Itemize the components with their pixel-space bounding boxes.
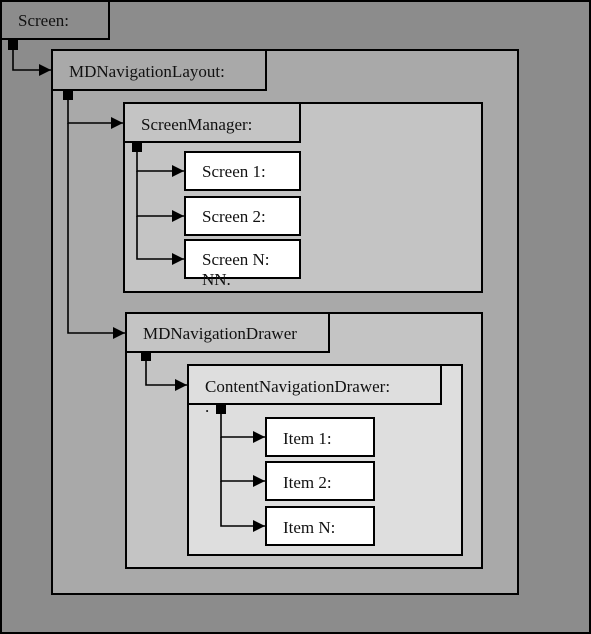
content-drawer-node-overflow-text: . bbox=[205, 396, 210, 416]
content-drawer-node-text: ContentNavigationDrawer: bbox=[205, 377, 391, 396]
screen-n-node-text: Screen N: bbox=[202, 250, 270, 269]
screen-node-text: Screen: bbox=[18, 11, 69, 30]
nav-layout-node-text: MDNavigationLayout: bbox=[69, 62, 225, 81]
item-n-node-text: Item N: bbox=[283, 518, 336, 537]
edge-nav-drawer-to-content-drawer bbox=[145, 357, 187, 391]
item-n-node: Item N: bbox=[265, 506, 375, 546]
item-2-node: Item 2: bbox=[265, 461, 375, 501]
edge-nav-layout-to-screen-manager bbox=[67, 95, 123, 129]
edge-screen-manager-to-screen-2 bbox=[136, 171, 184, 222]
screen-manager-node-text: ScreenManager: bbox=[141, 115, 253, 134]
nav-layout-node-label: MDNavigationLayout: bbox=[51, 49, 267, 91]
item-2-node-text: Item 2: bbox=[283, 473, 332, 492]
screen-n-node-overflow-text: NN. bbox=[202, 269, 231, 289]
screen-1-node-text: Screen 1: bbox=[202, 162, 266, 181]
edge-content-drawer-to-item-1 bbox=[220, 410, 265, 443]
screen-n-node: Screen N: NN. bbox=[184, 239, 301, 289]
edge-content-drawer-to-item-2 bbox=[220, 437, 265, 487]
edge-screen-manager-to-screen-n bbox=[136, 216, 184, 265]
nav-drawer-node-label: MDNavigationDrawer bbox=[125, 312, 330, 353]
anchor-square-nav-drawer bbox=[141, 351, 151, 361]
screen-1-node: Screen 1: bbox=[184, 151, 301, 191]
edge-content-drawer-to-item-n bbox=[220, 481, 265, 532]
screen-node-label: Screen: bbox=[0, 0, 110, 40]
nav-drawer-node-text: MDNavigationDrawer bbox=[143, 324, 297, 343]
edge-screen-manager-to-screen-1 bbox=[136, 148, 184, 177]
anchor-square-content-drawer bbox=[216, 404, 226, 414]
screen-2-node: Screen 2: bbox=[184, 196, 301, 236]
screen-2-node-text: Screen 2: bbox=[202, 207, 266, 226]
screen-manager-node-label: ScreenManager: bbox=[123, 102, 301, 143]
content-drawer-node-label: ContentNavigationDrawer: . bbox=[187, 364, 442, 416]
edge-nav-layout-to-nav-drawer bbox=[67, 123, 125, 339]
anchor-square-screen-manager bbox=[132, 142, 142, 152]
edge-screen-to-nav-layout bbox=[12, 46, 51, 76]
item-1-node: Item 1: bbox=[265, 417, 375, 457]
anchor-square-screen bbox=[8, 40, 18, 50]
item-1-node-text: Item 1: bbox=[283, 429, 332, 448]
anchor-square-nav-layout bbox=[63, 90, 73, 100]
